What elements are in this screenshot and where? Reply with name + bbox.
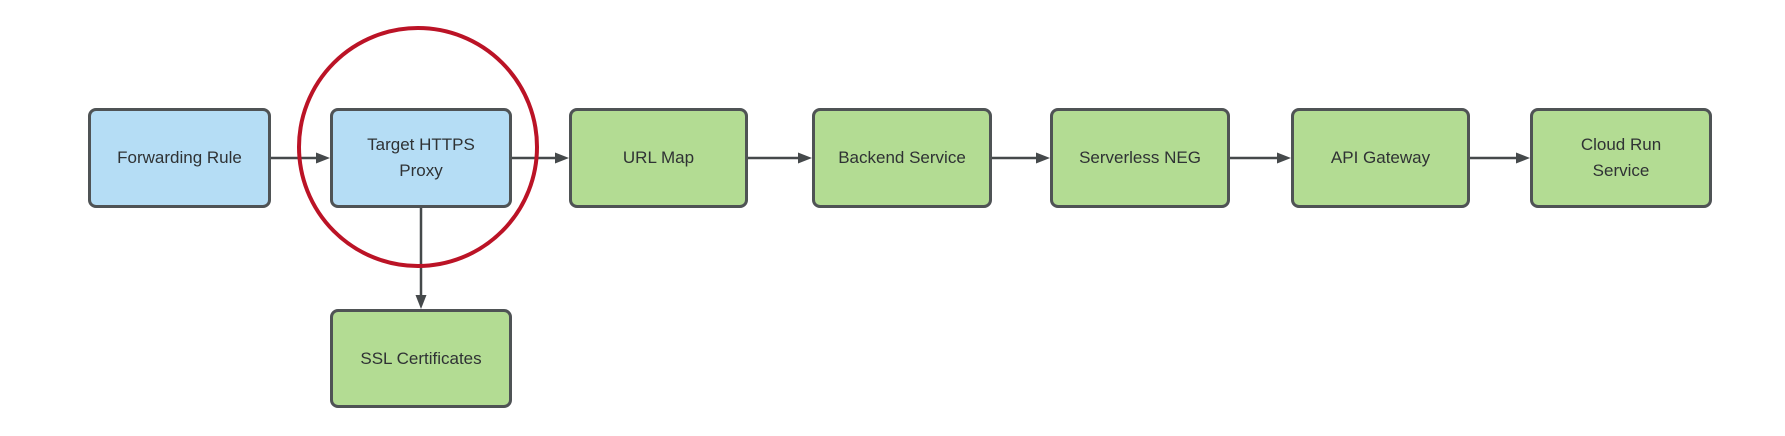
node-cloud-run-service: Cloud Run Service	[1530, 108, 1712, 208]
node-forwarding-rule: Forwarding Rule	[88, 108, 271, 208]
node-ssl-certificates: SSL Certificates	[330, 309, 512, 408]
arrow-url-map-to-backend-service	[748, 152, 812, 164]
arrow-serverless-neg-to-api-gateway	[1230, 152, 1291, 164]
node-api-gateway: API Gateway	[1291, 108, 1470, 208]
node-label: URL Map	[622, 148, 695, 167]
node-label: Cloud Run Service	[1580, 135, 1662, 180]
node-label: SSL Certificates	[360, 348, 482, 368]
node-url-map: URL Map	[569, 108, 748, 208]
node-target-https-proxy: Target HTTPS Proxy	[330, 108, 512, 208]
arrow-api-gateway-to-cloud-run-service	[1470, 152, 1530, 164]
arrow-forwarding-rule-to-target-https-proxy	[271, 152, 330, 164]
node-label: API Gateway	[1330, 148, 1431, 167]
node-label: Forwarding Rule	[117, 148, 242, 167]
arrow-backend-service-to-serverless-neg	[992, 152, 1050, 164]
node-label: Backend Service	[838, 148, 966, 167]
node-serverless-neg: Serverless NEG	[1050, 108, 1230, 208]
node-backend-service: Backend Service	[812, 108, 992, 208]
node-label: Target HTTPS Proxy	[367, 135, 475, 180]
node-label: Serverless NEG	[1079, 148, 1201, 167]
arrow-target-https-proxy-to-url-map	[512, 152, 569, 164]
arrow-target-https-proxy-to-ssl-certificates	[415, 208, 427, 309]
